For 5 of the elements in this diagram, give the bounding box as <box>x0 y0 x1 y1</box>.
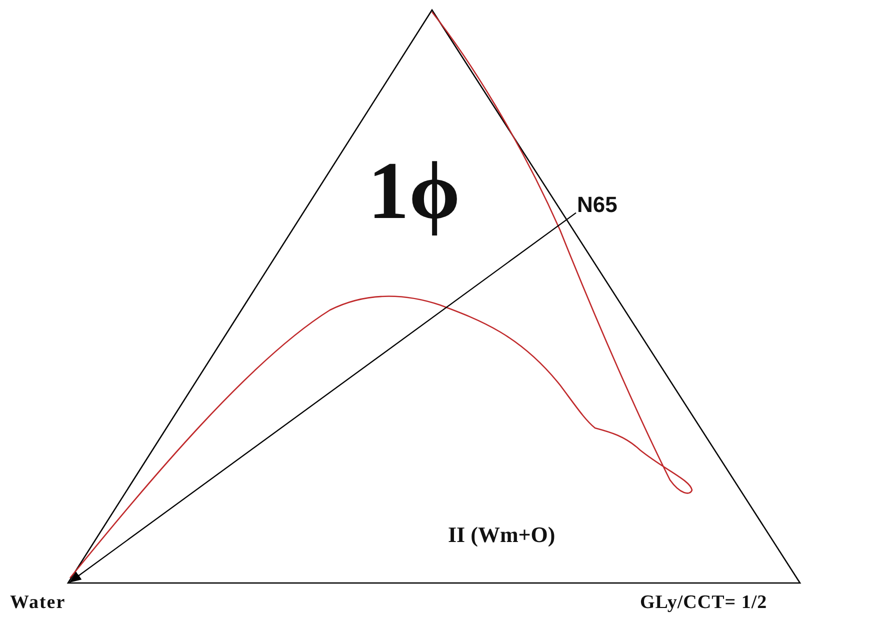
sample-label: N65 <box>577 192 618 218</box>
dilution-line-arrow <box>69 212 576 583</box>
vertex-label: GLy/CCT= 1/2 <box>640 592 768 614</box>
vertex-label: Water <box>10 592 66 614</box>
phase-region-label: II (Wm+O) <box>448 524 556 546</box>
